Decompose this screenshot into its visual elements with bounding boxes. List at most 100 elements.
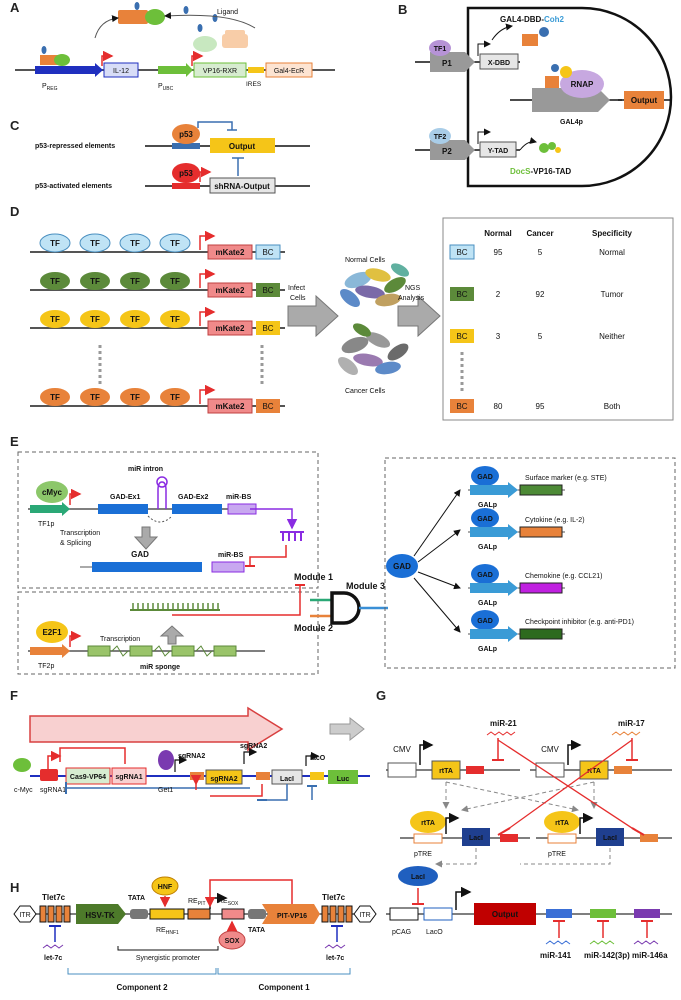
table-header-normal: Normal — [484, 229, 512, 238]
re-pit-label: REPIT — [188, 898, 206, 907]
module1-label: Module 1 — [294, 572, 333, 582]
gad-ex2-label: GAD-Ex2 — [178, 494, 208, 501]
rtta-right-label: rtTA — [587, 768, 601, 775]
module3-label: Module 3 — [346, 581, 385, 591]
mir141-label: miR-141 — [540, 951, 572, 960]
panel-b: B P1 TF1 X-DBD GAL4-DBD-Coh2 RNAP GAL4p … — [398, 2, 673, 188]
svg-text:GAD: GAD — [477, 618, 493, 625]
module1-box — [17, 451, 319, 589]
table-row: BC 95 5 Normal — [449, 244, 625, 260]
vp16-rxr-gene — [193, 62, 247, 78]
svg-text:TF: TF — [130, 393, 140, 402]
and-gate-icon — [330, 591, 361, 625]
svg-text:TF: TF — [170, 315, 180, 324]
svg-text:GALp: GALp — [478, 646, 497, 653]
table-header-cancer: Cancer — [526, 229, 553, 238]
docs-vp16-label: DocS-VP16-TAD — [510, 167, 571, 176]
normal-cells-label: Normal Cells — [345, 257, 386, 264]
panel-label-c: C — [10, 118, 20, 133]
f-laci-label: LacI — [280, 776, 294, 783]
panel-a: A Ligand PREG IL-12 PUBC VP16-RXR IRES G… — [10, 0, 335, 92]
cancer-cells-label: Cancer Cells — [345, 388, 386, 395]
results-table — [442, 217, 674, 421]
re-sox-label: RESOX — [218, 898, 239, 907]
mir-sponge-elements — [87, 645, 237, 657]
svg-text:mKate2: mKate2 — [216, 286, 245, 295]
panel-d: D TF TF TF TF mKate2 BC TF TF TF TF mKat… — [10, 204, 674, 421]
svg-text:Checkpoint inhibitor (e.g. ant: Checkpoint inhibitor (e.g. anti-PD1) — [525, 619, 634, 626]
logic-gate-shape — [466, 6, 673, 188]
svg-text:5: 5 — [538, 332, 543, 341]
svg-text:TF: TF — [130, 239, 140, 248]
mir142-label: miR-142(3p) — [584, 951, 630, 960]
analysis-label: Analysis — [398, 295, 425, 302]
tata-left-label: TATA — [128, 895, 145, 902]
svg-text:TF: TF — [90, 239, 100, 248]
synergistic-promoter-label: Synergistic promoter — [136, 955, 201, 962]
panel-f: F c-Myc sgRNA1 Cas9-VP64 sgRNA1 Get1 sgR… — [10, 688, 370, 801]
p53-repressed-label: p53-repressed elements — [35, 143, 115, 150]
tf2p-label: TF2p — [38, 663, 54, 670]
cells-label: Cells — [290, 295, 306, 302]
svg-text:Tumor: Tumor — [601, 290, 624, 299]
svg-text:95: 95 — [494, 248, 503, 257]
svg-text:80: 80 — [494, 402, 503, 411]
luc-label: Luc — [337, 776, 350, 783]
svg-text:BC: BC — [262, 324, 273, 333]
gal-output-row: GAD GALp Cytokine (e.g. IL-2) — [468, 508, 585, 551]
svg-text:3: 3 — [496, 332, 501, 341]
module2-box — [17, 591, 319, 675]
cancer-cells-cluster — [338, 323, 409, 375]
transcription-label: Transcription — [100, 636, 140, 643]
re-hnf1-label: REHNF1 — [156, 927, 179, 936]
component1-label: Component 1 — [258, 983, 310, 992]
tf1-label: TF1 — [434, 46, 447, 53]
ngs-arrow — [397, 294, 441, 338]
svg-text:Cytokine (e.g. IL-2): Cytokine (e.g. IL-2) — [525, 517, 585, 524]
svg-text:BC: BC — [456, 290, 467, 299]
ligand-label: Ligand — [217, 9, 238, 16]
p1-label: P1 — [442, 59, 452, 68]
table-row: BC 80 95 Both — [450, 399, 620, 413]
svg-text:TF: TF — [170, 277, 180, 286]
rtta-left-label: rtTA — [439, 768, 453, 775]
ires-label: IRES — [246, 81, 262, 88]
gal-outputs — [413, 489, 461, 633]
panel-label-a: A — [10, 0, 20, 15]
mir21-label: miR-21 — [490, 719, 517, 728]
f-sgrna1-label: sgRNA1 — [40, 787, 66, 794]
pcag-label: pCAG — [392, 929, 411, 936]
itr-right-label: ITR — [359, 912, 370, 919]
svg-text:TF: TF — [90, 277, 100, 286]
panel-e: E cMyc TF1p GAD-Ex1 miR intron GAD-Ex2 m… — [10, 434, 676, 675]
mir-intron-label: miR intron — [128, 466, 163, 473]
g-output-label: Output — [492, 910, 519, 919]
svg-text:Surface marker (e.g. STE): Surface marker (e.g. STE) — [525, 475, 607, 482]
svg-text:BC: BC — [262, 402, 273, 411]
svg-text:Both: Both — [604, 402, 620, 411]
rtta-bound-left-label: rtTA — [421, 820, 435, 827]
ptre-right-label: pTRE — [548, 851, 566, 858]
svg-text:TF: TF — [90, 393, 100, 402]
sgrna2-label-b: sgRNA2 — [240, 743, 267, 750]
panel-h: H ITR Tlet7c let-7c HSV-TK TATA REHNF1 H… — [10, 876, 377, 992]
get1-label: Get1 — [158, 787, 173, 794]
gad-ex1-label: GAD-Ex1 — [110, 494, 140, 501]
pubc-label: PUBC — [158, 83, 174, 92]
sox-label: SOX — [225, 938, 240, 945]
sgrna2-label-a: sgRNA2 — [178, 753, 205, 760]
cmv-right-label: CMV — [541, 745, 559, 754]
preg-label: PREG — [42, 83, 58, 92]
vp16-rxr-label: VP16-RXR — [203, 68, 237, 75]
big-red-arrow — [29, 706, 284, 752]
cas9-vp64-label: Cas9-VP64 — [70, 774, 106, 781]
gad-ex2-box — [172, 504, 222, 514]
mir-sponge-comb — [130, 603, 220, 611]
gal4p-label: GAL4p — [560, 119, 583, 126]
svg-text:GALp: GALp — [478, 600, 497, 607]
hsv-tk-label: HSV-TK — [85, 911, 115, 920]
f-cmyc-label: c-Myc — [14, 787, 33, 794]
svg-text:GAD: GAD — [477, 572, 493, 579]
tlet7c-left-label: Tlet7c — [42, 893, 66, 902]
